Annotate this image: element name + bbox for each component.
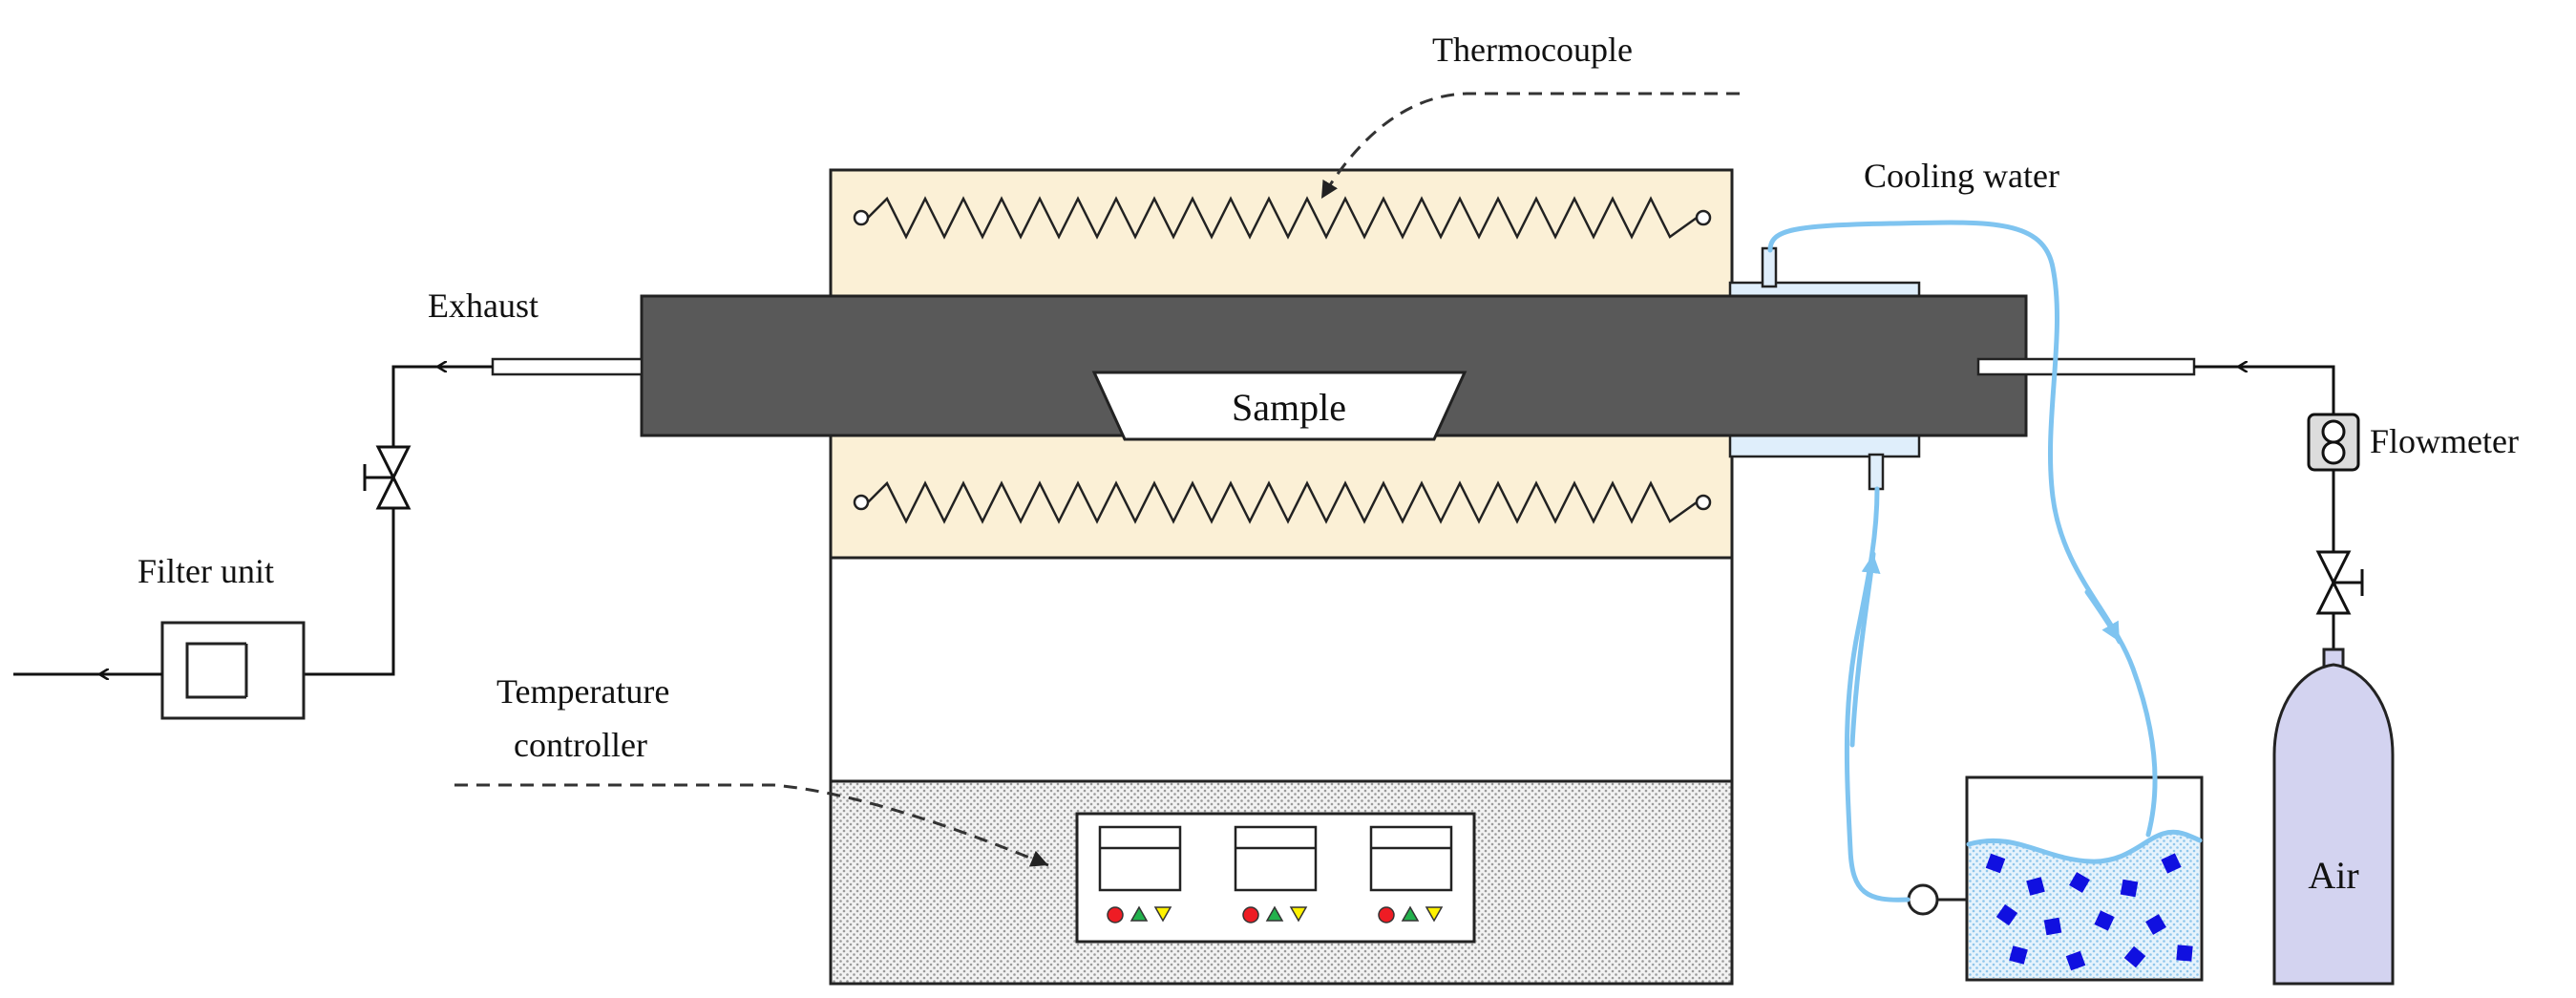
ice-cubes xyxy=(1985,853,2193,971)
cooling-water-label: Cooling water xyxy=(1864,157,2059,195)
exhaust-valve-icon[interactable] xyxy=(363,445,412,510)
thermocouple-label: Thermocouple xyxy=(1432,31,1633,69)
yellow-down-icon xyxy=(1153,906,1172,923)
thermocouple-callout: Thermocouple xyxy=(1320,31,1740,200)
exhaust-pipe-stub xyxy=(491,357,644,376)
heating-coil-lower xyxy=(853,480,1712,524)
gas-valve-icon[interactable] xyxy=(2315,550,2364,615)
controller-unit-3[interactable] xyxy=(1369,825,1453,924)
inlet-pipe xyxy=(1976,357,2196,376)
yellow-down-icon xyxy=(1289,906,1308,923)
red-indicator-icon xyxy=(1107,906,1124,924)
heater-block-lower xyxy=(829,434,1734,560)
water-pump-icon xyxy=(1907,883,1967,916)
sample-boat: Sample xyxy=(1091,371,1467,441)
flowmeter-label: Flowmeter xyxy=(2370,422,2519,460)
jacket-inlet-stub xyxy=(1761,246,1778,288)
green-up-icon xyxy=(1265,905,1284,922)
controller-unit-1[interactable] xyxy=(1098,825,1182,924)
filter-unit-label: Filter unit xyxy=(137,552,274,590)
cooling-water-supply-line xyxy=(1767,220,2158,838)
air-label: Air xyxy=(2308,854,2358,897)
green-up-icon xyxy=(1401,905,1420,922)
heating-coil-upper xyxy=(853,196,1712,240)
gas-supply-line xyxy=(2194,367,2335,661)
flowmeter-icon xyxy=(2307,413,2360,472)
sample-label: Sample xyxy=(1232,386,1346,429)
temperature-controller-label-line1: Temperature xyxy=(496,672,669,711)
temperature-controller-panel xyxy=(1075,812,1476,944)
heater-block-upper xyxy=(829,168,1734,298)
water-bath xyxy=(1965,775,2204,982)
display-screen xyxy=(1234,825,1318,892)
display-screen xyxy=(1098,825,1182,892)
filter-unit xyxy=(160,621,306,720)
red-indicator-icon xyxy=(1378,906,1395,924)
temperature-controller-callout: Temperature controller xyxy=(454,672,1049,867)
red-indicator-icon xyxy=(1242,906,1259,924)
controller-unit-2[interactable] xyxy=(1234,825,1318,924)
exhaust-line xyxy=(304,367,493,676)
gas-cylinder: Air xyxy=(2272,648,2395,986)
yellow-down-icon xyxy=(1425,906,1444,923)
jacket-outlet-stub xyxy=(1868,453,1885,491)
temperature-controller-label-line2: controller xyxy=(514,726,647,764)
exhaust-label: Exhaust xyxy=(428,287,538,325)
display-screen xyxy=(1369,825,1453,892)
green-up-icon xyxy=(1130,905,1149,922)
